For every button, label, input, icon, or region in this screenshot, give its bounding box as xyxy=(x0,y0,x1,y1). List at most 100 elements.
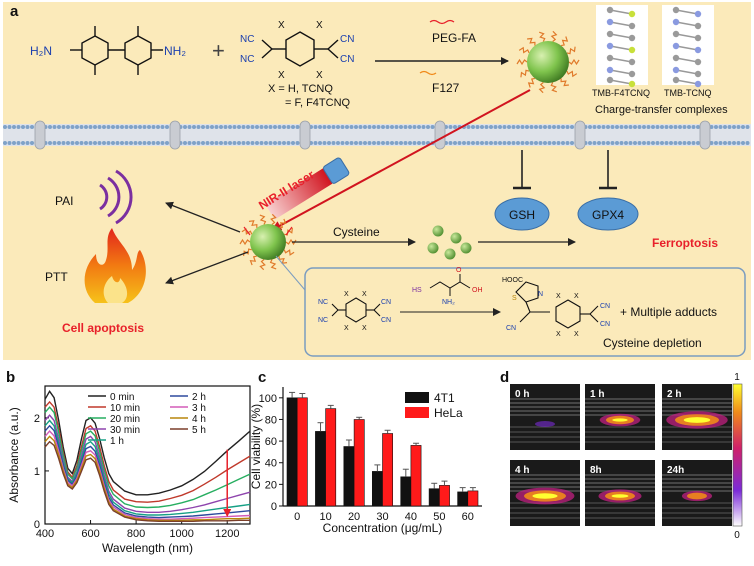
lipid-head xyxy=(75,141,79,145)
lipid-head xyxy=(124,125,129,129)
lipid-head xyxy=(628,141,633,145)
lipid-head xyxy=(120,125,124,129)
lipid-head xyxy=(358,141,363,145)
lipid-head xyxy=(723,141,727,145)
cysteine-structure xyxy=(429,274,471,296)
multiple-adducts-label: + Multiple adducts xyxy=(620,305,717,319)
lipid-head xyxy=(264,125,268,129)
lipid-head xyxy=(655,141,660,145)
lipid-head xyxy=(646,125,651,129)
ligand-strand xyxy=(560,36,569,47)
chart-c-x-tick-label: 20 xyxy=(348,511,360,523)
crystal-atom xyxy=(628,46,636,54)
lipid-head xyxy=(16,125,21,129)
crystal-atom xyxy=(672,30,680,38)
crystal-label-f4tcnq: TMB-F4TCNQ xyxy=(592,88,650,98)
lipid-head xyxy=(511,125,516,129)
lipid-head xyxy=(277,125,282,129)
panel-a-letter: a xyxy=(10,3,19,20)
lipid-head xyxy=(160,141,165,145)
lipid-head xyxy=(421,125,426,129)
lipid-head xyxy=(286,125,291,129)
lipid-head xyxy=(93,141,97,145)
lipid-head xyxy=(655,125,660,129)
crystal-bond xyxy=(675,69,699,75)
lipid-head xyxy=(237,125,241,129)
cysteine-label: Cysteine xyxy=(333,225,380,239)
lipid-head xyxy=(471,141,475,145)
lipid-head xyxy=(268,125,273,129)
chart-c-x-axis-label: Concentration (μg/mL) xyxy=(323,521,443,535)
lipid-head xyxy=(417,125,421,129)
crystal-label-tcnq: TMB-TCNQ xyxy=(664,88,712,98)
peg-fa-squiggle xyxy=(429,19,455,25)
lipid-head xyxy=(678,141,682,145)
pa-signal-core xyxy=(611,494,629,498)
tcnq-x-4: X xyxy=(316,70,323,81)
lipid-head xyxy=(210,125,214,129)
lipid-head xyxy=(520,141,525,145)
us-tissue-band xyxy=(585,478,655,480)
chart-b-legend-label: 1 h xyxy=(110,436,124,447)
lipid-head xyxy=(642,125,646,129)
lipid-head xyxy=(741,141,745,145)
lipid-head xyxy=(673,125,678,129)
lipid-head xyxy=(228,125,232,129)
lipid-head xyxy=(390,141,394,145)
lipid-head xyxy=(354,125,358,129)
chart-c-bar xyxy=(410,445,422,507)
crystal-bond xyxy=(609,33,633,39)
lipid-head xyxy=(313,125,318,129)
lipid-head xyxy=(133,141,138,145)
lipid-head xyxy=(133,125,138,129)
lipid-head xyxy=(745,141,750,145)
us-tissue-band xyxy=(585,486,655,488)
gpx4-label: GPX4 xyxy=(592,208,624,222)
us-frame-time-label: 1 h xyxy=(590,389,604,400)
lipid-head xyxy=(30,125,34,129)
lipid-head xyxy=(570,125,574,129)
membrane-channel xyxy=(299,120,311,150)
lipid-head xyxy=(507,125,511,129)
chart-c-y-axis-label: Cell viability (%) xyxy=(249,404,263,489)
lipid-head xyxy=(295,125,300,129)
crystal-bond xyxy=(675,33,699,39)
crystal-atom xyxy=(672,18,680,26)
tmb-left-amine: H₂N xyxy=(30,44,52,58)
lipid-head xyxy=(678,125,682,129)
lipid-head xyxy=(601,141,606,145)
lipid-head xyxy=(651,141,655,145)
lipid-head xyxy=(192,141,196,145)
lipid-head xyxy=(12,125,16,129)
lipid-head xyxy=(75,125,79,129)
lipid-head xyxy=(682,125,687,129)
lipid-head xyxy=(147,125,151,129)
arrow-label-f127: F127 xyxy=(432,81,460,95)
lipid-head xyxy=(372,141,376,145)
chart-b-legend-label: 3 h xyxy=(192,403,206,414)
crystal-atom xyxy=(694,80,702,88)
chart-c-legend-label: 4T1 xyxy=(434,391,455,405)
lipid-head xyxy=(547,141,552,145)
lipid-head xyxy=(727,141,732,145)
arrow-to-pai xyxy=(165,201,241,233)
lipid-head xyxy=(183,141,187,145)
lipid-head xyxy=(21,125,25,129)
chart-b-x-tick-label: 600 xyxy=(81,528,99,540)
lipid-head xyxy=(129,125,133,129)
lipid-head xyxy=(475,125,480,129)
lipid-head xyxy=(241,141,246,145)
inset-x-3: X xyxy=(344,325,349,332)
lipid-head xyxy=(498,125,502,129)
adduct-s: S xyxy=(512,295,517,302)
lipid-head xyxy=(241,125,246,129)
tcnq-x-3: X xyxy=(278,70,285,81)
lipid-head xyxy=(637,125,642,129)
lipid-head xyxy=(642,141,646,145)
us-tissue-band xyxy=(662,436,732,438)
lipid-head xyxy=(399,141,403,145)
crystal-bond xyxy=(609,21,633,27)
